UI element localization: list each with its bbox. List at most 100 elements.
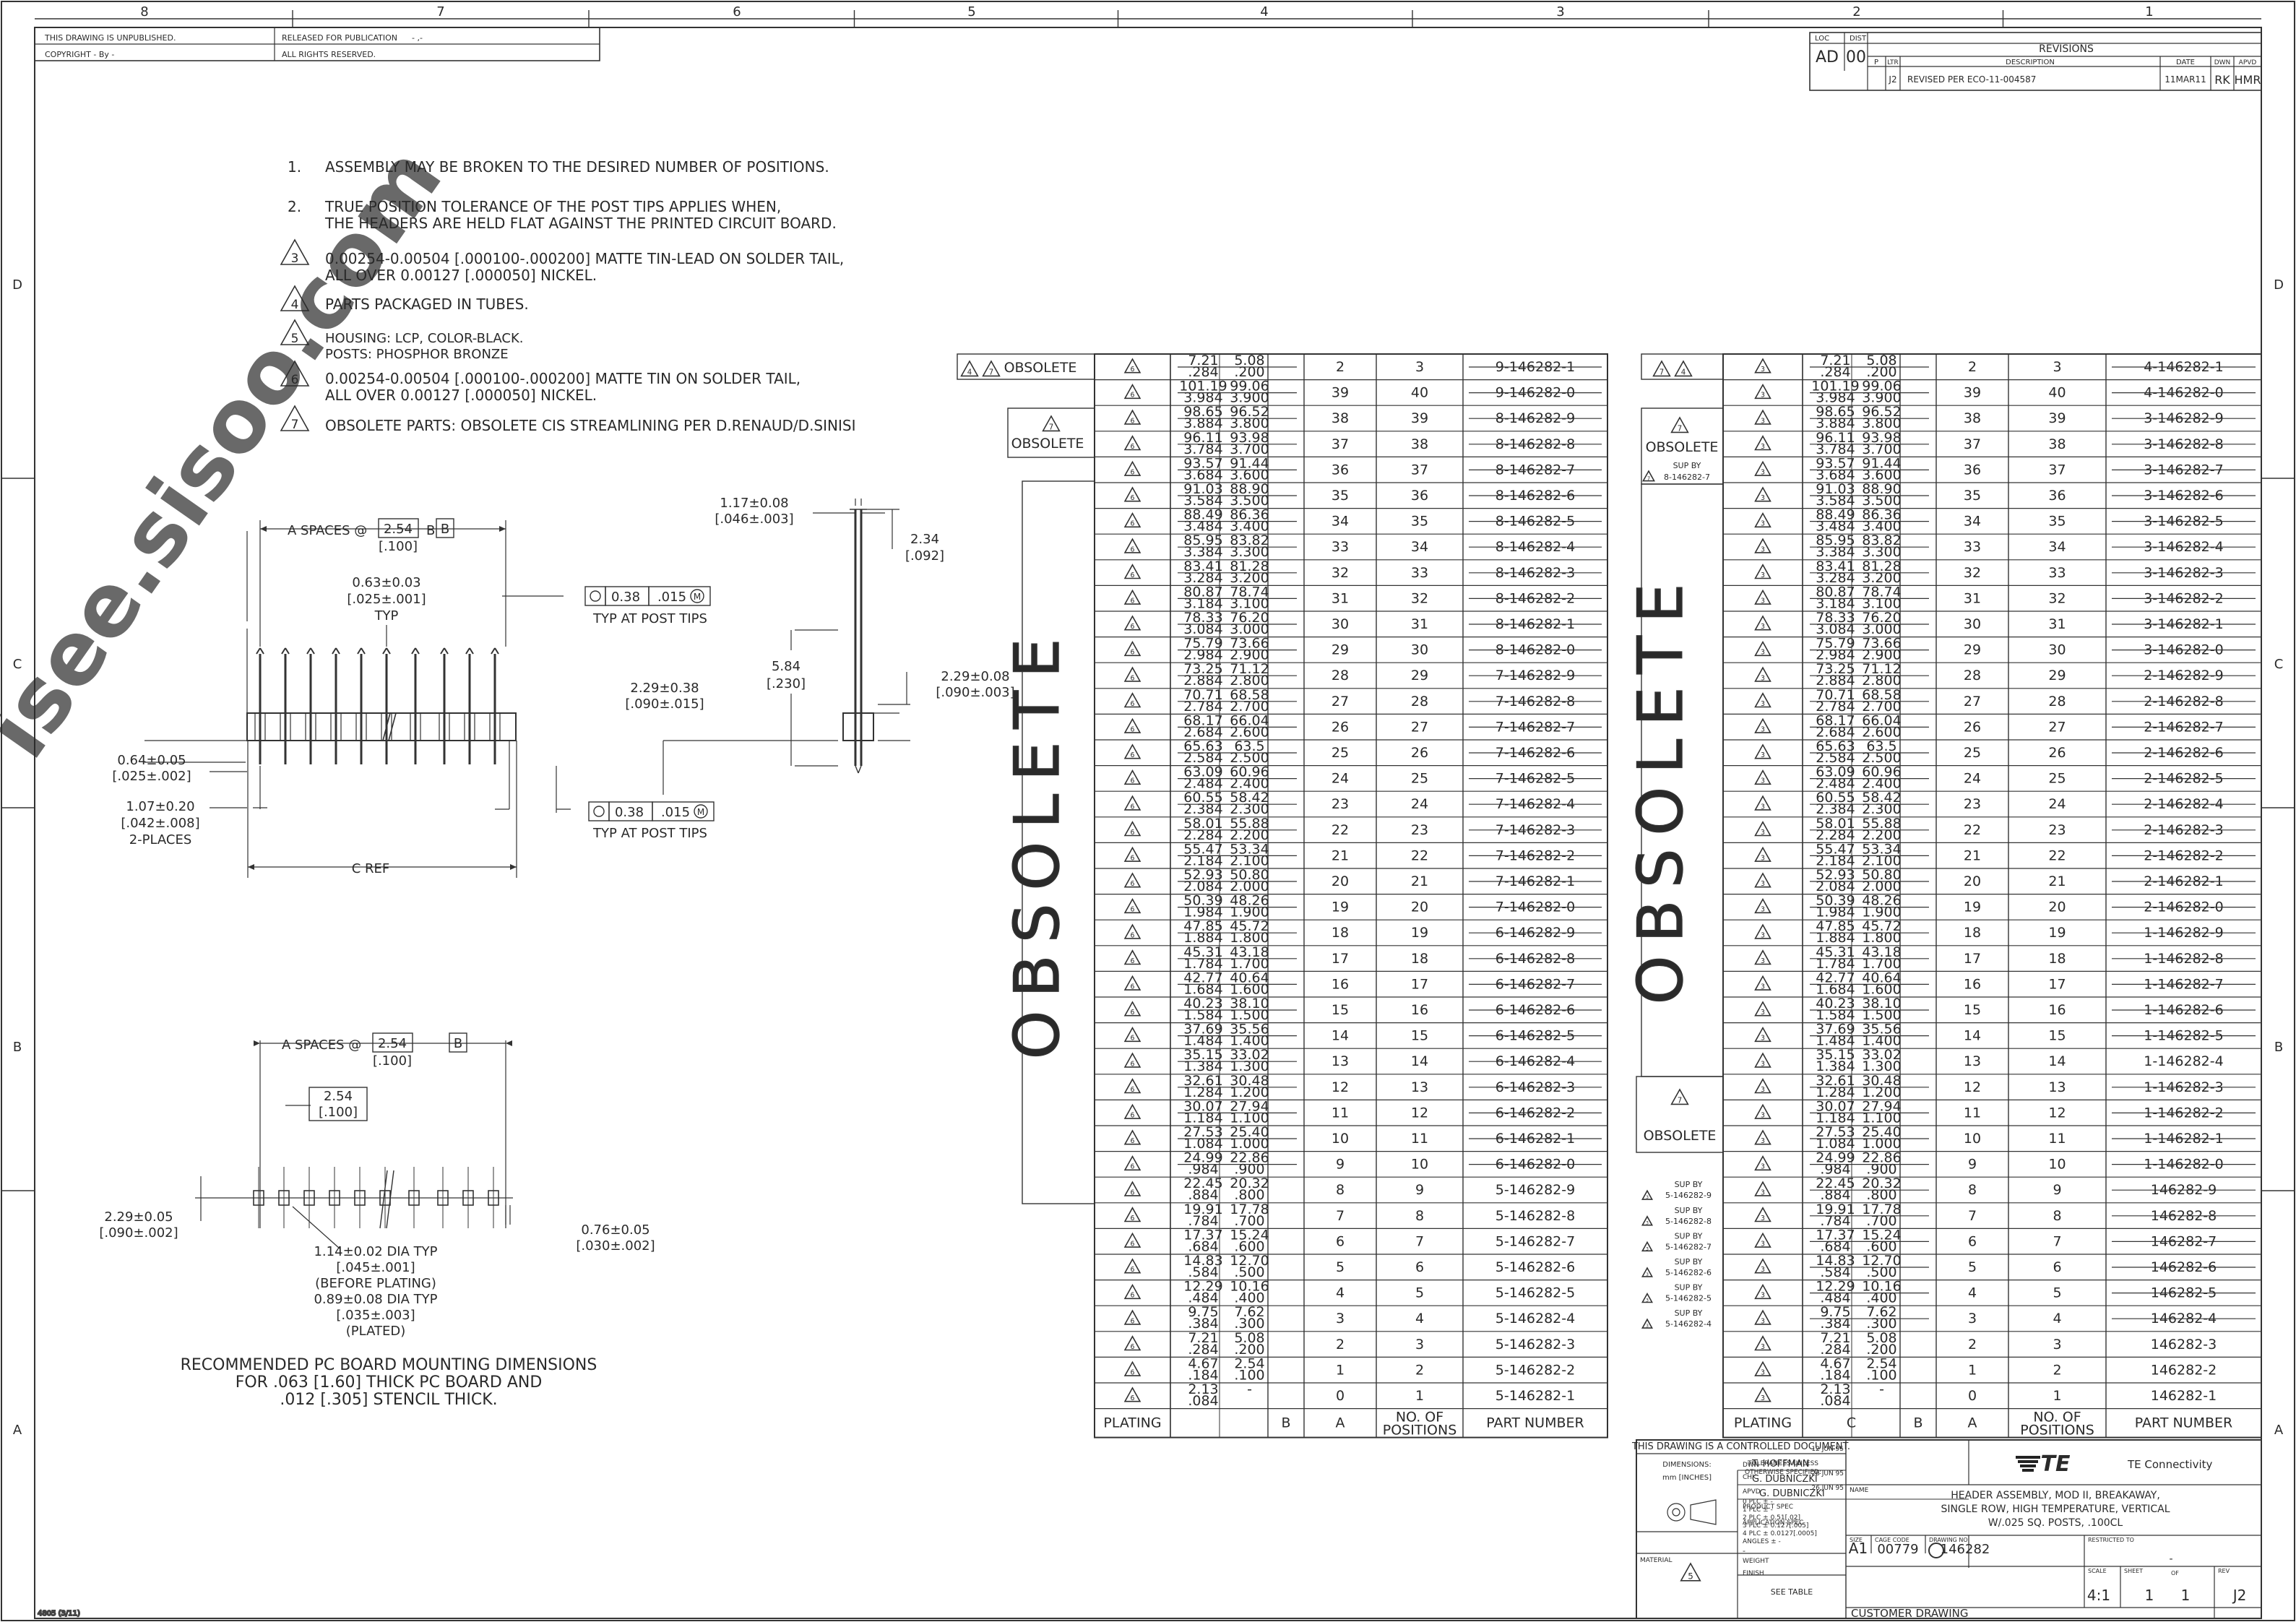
post-cavity xyxy=(489,712,501,741)
c-inch: .584 xyxy=(1820,1264,1850,1280)
delta-triangle xyxy=(1123,409,1141,425)
delta-triangle xyxy=(1123,846,1141,862)
b-mm: 66.04 xyxy=(1230,712,1269,728)
header-notice-block: THIS DRAWING IS UNPUBLISHED.COPYRIGHT - … xyxy=(34,27,600,61)
dimension-arrow xyxy=(506,1040,512,1046)
plating-delta: 6 xyxy=(1123,1360,1141,1376)
size-label: SIZE xyxy=(1850,1537,1863,1543)
c-mm: 85.95 xyxy=(1183,532,1222,548)
c-mm: 30.07 xyxy=(1183,1098,1222,1114)
plating-delta: 3 xyxy=(1754,795,1771,811)
b-inch: 1.600 xyxy=(1862,981,1901,997)
delta-number: 3 xyxy=(1761,854,1765,862)
delta-number: 4 xyxy=(1681,369,1686,377)
c-mm: 65.63 xyxy=(1816,738,1855,754)
delta-triangle xyxy=(1123,795,1141,811)
notes-block: 1.ASSEMBLY MAY BE BROKEN TO THE DESIRED … xyxy=(280,158,855,434)
c-mm: 63.09 xyxy=(1183,764,1222,780)
b-inch: 3.100 xyxy=(1862,595,1901,611)
c-inch: 1.384 xyxy=(1183,1058,1222,1074)
header-part-number: PART NUMBER xyxy=(1486,1415,1584,1431)
c-mm: 12.29 xyxy=(1816,1279,1855,1295)
delta-triangle xyxy=(1123,1078,1141,1094)
application-spec-label: APPLICATION SPEC xyxy=(1743,1519,1803,1527)
delta-number: 6 xyxy=(1131,1292,1135,1300)
note-6-text: ALL OVER 0.00127 [.000050] NICKEL. xyxy=(325,387,597,404)
c-mm: 63.09 xyxy=(1816,764,1855,780)
a-value: 34 xyxy=(1332,514,1349,530)
b-inch: 2.800 xyxy=(1230,673,1269,689)
note-5-text: HOUSING: LCP, COLOR-BLACK. xyxy=(325,331,524,346)
apvd-name: G. DUBNICZKI xyxy=(1759,1488,1825,1499)
obsolete-vertical-label: OBSOLETE xyxy=(1001,626,1074,1060)
a-value: 20 xyxy=(1964,873,1981,889)
note-2-text: TRUE POSITION TOLERANCE OF THE POST TIPS… xyxy=(324,198,781,215)
b-mm: 40.64 xyxy=(1862,970,1901,985)
delta-triangle xyxy=(1754,821,1771,837)
b-inch: 1.100 xyxy=(1862,1110,1901,1126)
delta-triangle xyxy=(1754,358,1771,374)
positions-value: 15 xyxy=(1411,1028,1428,1044)
notice-dash: - ,- xyxy=(412,33,423,43)
height-2-inch: [.230] xyxy=(767,676,806,691)
plating-delta: 3 xyxy=(1754,1155,1771,1171)
drawing-number: 146282 xyxy=(1941,1542,1990,1557)
positions-value: 1 xyxy=(1415,1388,1424,1404)
zone-number-top: 7 xyxy=(436,4,444,20)
a-value: 34 xyxy=(1964,514,1981,530)
tolerance-line: 0 PLC ± - xyxy=(1743,1498,1773,1506)
rev-label: REV xyxy=(2218,1568,2230,1574)
tol-inch: .015 xyxy=(661,805,690,820)
part-number: 5-146282-6 xyxy=(1496,1259,1575,1275)
post-tip xyxy=(386,647,391,655)
delta-number: 6 xyxy=(1131,443,1135,451)
a-value: 4 xyxy=(1336,1285,1345,1301)
header-plating: PLATING xyxy=(1734,1415,1792,1431)
c-inch: .084 xyxy=(1188,1393,1218,1409)
note-6-text: 0.00254-0.00504 [.000100-.000200] MATTE … xyxy=(325,370,800,387)
tolerance-line: 1 PLC ± - xyxy=(1743,1506,1773,1514)
b-mm: 78.74 xyxy=(1862,584,1901,600)
delta-triangle xyxy=(1754,1001,1771,1017)
c-inch: 2.484 xyxy=(1816,776,1855,792)
delta-triangle xyxy=(1754,615,1771,631)
delta-triangle xyxy=(1754,1360,1771,1376)
note-5-delta: 5 xyxy=(280,319,310,346)
header-part-number: PART NUMBER xyxy=(2135,1415,2232,1431)
c-mm: 101.19 xyxy=(1811,379,1859,394)
zone-number-top: 8 xyxy=(140,4,148,20)
delta-number: 3 xyxy=(1761,803,1765,811)
c-inch: 3.984 xyxy=(1816,390,1855,406)
zone-letter-left: C xyxy=(13,657,22,672)
sup-by-label: SUP BY xyxy=(1675,1206,1703,1215)
c-mm: 35.15 xyxy=(1816,1047,1855,1063)
a-value: 21 xyxy=(1964,847,1981,863)
plating-delta: 3 xyxy=(1754,666,1771,682)
c-inch: .284 xyxy=(1188,364,1218,380)
delta-triangle xyxy=(960,360,979,377)
plating-delta: 3 xyxy=(1754,358,1771,374)
scale-value: 4:1 xyxy=(2087,1587,2110,1604)
c-inch: 1.484 xyxy=(1816,1033,1855,1049)
flag-delta: 7 xyxy=(1652,360,1671,377)
a-value: 32 xyxy=(1964,565,1981,581)
positions-value: 15 xyxy=(2048,1028,2066,1044)
c-mm: 22.45 xyxy=(1183,1175,1222,1191)
b-mm: 33.02 xyxy=(1230,1047,1269,1063)
b-inch: 2.500 xyxy=(1862,750,1901,766)
delta-number: 5 xyxy=(291,332,299,346)
delta-triangle xyxy=(1754,1129,1771,1145)
sheet-label: SHEET xyxy=(2124,1568,2143,1574)
product-spec-label: PRODUCT SPEC xyxy=(1743,1504,1793,1511)
part-number: 5-146282-5 xyxy=(1496,1285,1575,1301)
positions-value: 5 xyxy=(2053,1285,2061,1301)
delta-triangle xyxy=(1123,640,1141,657)
flag-delta: 7 xyxy=(1670,1088,1689,1105)
part-number: 5-146282-9 xyxy=(1496,1182,1575,1198)
